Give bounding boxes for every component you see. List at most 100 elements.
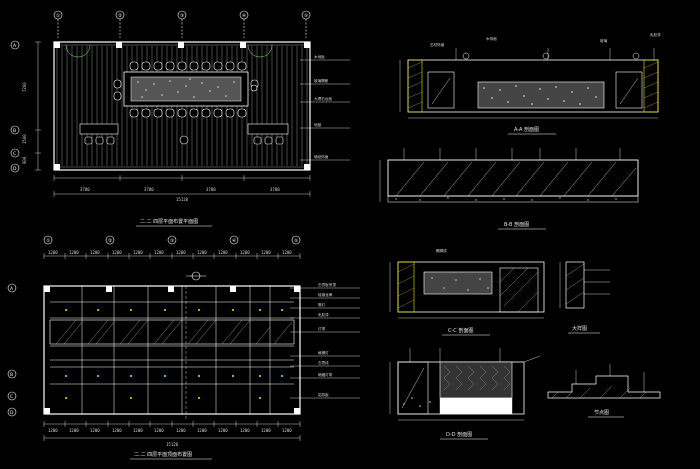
plan-dim-4: 3780: [270, 187, 280, 192]
ceiling-note: 石膏线: [318, 360, 329, 365]
section-a-title: A-A 剖面图: [514, 126, 539, 133]
ceiling-note: 铝扣板: [318, 392, 329, 397]
plan-leaders: [300, 59, 350, 161]
section-marker-icon: [632, 52, 640, 60]
node-detail: 节点图: [547, 364, 661, 418]
plan-axis-4: ④: [242, 13, 246, 19]
ceiling-grid: [50, 286, 294, 414]
ceiling-dim: 1200: [154, 250, 164, 255]
plan-side-dim-1: 7200: [22, 82, 27, 92]
ceiling-axis-B: B: [10, 372, 13, 378]
table-speckle: [137, 78, 235, 98]
ceiling-dim: 1200: [197, 250, 207, 255]
ceiling-bottom-dim: 1200: [69, 428, 79, 433]
plan-axis-1: ①: [56, 13, 60, 19]
ceiling-note: 石膏板吊顶: [318, 282, 336, 287]
section-a-note: 乳胶漆: [650, 32, 661, 37]
section-a: 石材饰面 木饰面 玻璃 乳胶漆 A-A 剖面图: [399, 32, 661, 135]
ceiling-axis-D: D: [10, 410, 14, 416]
ceiling-dim: 1200: [112, 250, 122, 255]
ceiling-bottom-dim: 1200: [176, 428, 186, 433]
plan-axis-D: D: [13, 166, 17, 172]
ceiling-lights: [65, 309, 283, 399]
section-a-note: 石材饰面: [430, 42, 445, 47]
plan-axis-side: [10, 40, 20, 173]
plan-side-dim-3: 900: [22, 156, 27, 164]
plan-note-5: 墙纸饰面: [314, 154, 329, 159]
side-desks: [79, 84, 289, 145]
ceiling-bottom-dim: 1200: [218, 428, 228, 433]
ceiling-dim: 1200: [90, 250, 100, 255]
ceiling-axis-4: ④: [232, 238, 236, 244]
doors: [65, 44, 273, 58]
ceiling-axis-1: ①: [46, 238, 50, 244]
ceiling-dim-total: 15120: [166, 442, 179, 447]
ceiling-axis-5: ⑤: [294, 238, 298, 244]
plan-columns: [54, 42, 310, 170]
ceiling-note: 轻钢龙骨: [318, 292, 333, 297]
plan-dim-total: 15120: [176, 197, 189, 202]
ceiling-bottom-dim: 1200: [261, 428, 271, 433]
plan-axis-A: A: [13, 43, 17, 49]
ceiling-note: 格栅灯: [318, 350, 329, 355]
plan-note-4: 地毯: [314, 122, 322, 127]
plan-axis-C: C: [13, 151, 16, 157]
ceiling-axis-C: C: [10, 394, 13, 400]
detail-small: 大样图: [559, 261, 610, 334]
ceiling-axis-A: A: [10, 286, 14, 292]
plan-note-1: 木地板: [314, 54, 325, 59]
plan-axis-top: [53, 10, 311, 38]
section-marker-icon: [542, 52, 550, 60]
ceiling-note: 筒灯: [318, 302, 326, 307]
section-b: B-B 剖面图: [379, 148, 639, 230]
ceiling-bottom-dim: 1200: [240, 428, 250, 433]
plan-side-dim-2: 1500: [22, 134, 27, 144]
plan-dim-3: 3780: [206, 187, 216, 192]
ceiling-dim: 1200: [261, 250, 271, 255]
plan-dim-lines: [35, 41, 311, 197]
ceiling-bottom-dim: 1200: [197, 428, 207, 433]
floor-plan: ① ② ③ ④ ⑤ A B C D: [10, 10, 350, 227]
section-d: D-D 剖面图: [389, 348, 541, 440]
ceiling-bottom-dim: 1200: [48, 428, 58, 433]
section-c: 踢脚线 C-C 剖面图: [389, 248, 545, 336]
ceiling-bottom-dims: 1200 1200 1200 1200 1200 1200 1200 1200 …: [48, 428, 292, 433]
ceiling-axis-2: ②: [108, 238, 112, 244]
ceiling-bottom-dim: 1200: [112, 428, 122, 433]
ceiling-dim: 1200: [69, 250, 79, 255]
section-a-note: 玻璃: [600, 38, 608, 43]
plan-axis-B: B: [13, 128, 16, 134]
detail-title: 大样图: [572, 325, 587, 332]
ceiling-note: 暗藏灯带: [318, 372, 333, 377]
ceiling-plan: ① ② ③ ④ ⑤ A B C D 1200 1200 1200 1200 12…: [7, 235, 360, 460]
plan-title: 二.二 四层平面布置平面图: [140, 218, 198, 225]
plan-axis-2: ②: [118, 13, 122, 19]
plan-note-3: 大理石台面: [314, 96, 332, 101]
chairs: [113, 61, 259, 118]
ceiling-bottom-dim: 1200: [282, 428, 292, 433]
ceiling-top-dims: 1200 1200 1200 1200 1200 1200 1200 1200 …: [48, 250, 292, 255]
section-c-title: C-C 剖面图: [448, 327, 473, 334]
ceiling-bottom-dim: 1200: [154, 428, 164, 433]
ceiling-bottom-dim: 1200: [133, 428, 143, 433]
section-c-note: 踢脚线: [436, 248, 447, 253]
ceiling-dim: 1200: [48, 250, 58, 255]
section-marker-icon: [462, 52, 470, 60]
ceiling-dim: 1200: [176, 250, 186, 255]
section-b-title: B-B 剖面图: [504, 221, 529, 228]
ceiling-dim: 1200: [282, 250, 292, 255]
ceiling-dim: 1200: [240, 250, 250, 255]
ceiling-note: 乳胶漆: [318, 312, 329, 317]
ceiling-note: 灯带: [318, 326, 326, 331]
ceiling-axis-3: ③: [170, 238, 174, 244]
ceiling-bottom-dim: 1200: [90, 428, 100, 433]
plan-dim-2: 3780: [144, 187, 154, 192]
section-a-note: 木饰面: [486, 36, 497, 41]
ceiling-dim: 1200: [133, 250, 143, 255]
plan-dim-1: 3780: [80, 187, 90, 192]
plan-note-2: 玻璃隔断: [314, 78, 329, 83]
section-d-title: D-D 剖面图: [446, 431, 472, 438]
ceiling-hatch-band: [55, 319, 293, 345]
node-detail-title: 节点图: [594, 410, 609, 416]
